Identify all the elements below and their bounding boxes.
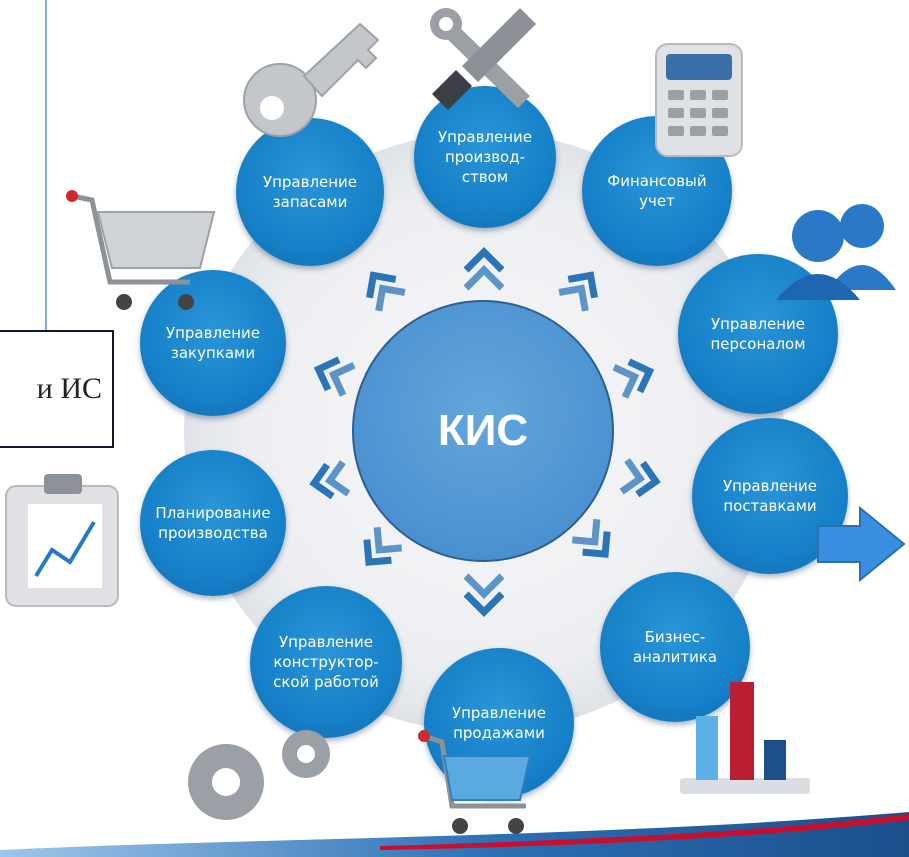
node-label: Финансовый учет bbox=[607, 172, 707, 210]
arrow-right-icon bbox=[817, 505, 906, 583]
key-icon bbox=[243, 22, 380, 137]
node-label: Управление закупками bbox=[165, 324, 261, 362]
node-planning: Планирование производства bbox=[140, 450, 286, 596]
shopping-cart-icon bbox=[66, 190, 216, 310]
node-label: Управление продажами bbox=[451, 704, 547, 742]
chevron-lower-left bbox=[363, 527, 402, 566]
chevron-up bbox=[463, 247, 505, 291]
node-design: Управление конструктор- ской работой bbox=[250, 586, 402, 738]
center-node: КИС bbox=[352, 300, 614, 562]
bottom-swoosh bbox=[0, 812, 909, 857]
node-purchasing: Управление закупками bbox=[140, 270, 286, 416]
chevron-upper-left bbox=[366, 271, 406, 312]
is-box: и ИС bbox=[0, 330, 114, 448]
chevron-left bbox=[313, 356, 356, 397]
bottom-red-stripe bbox=[380, 814, 909, 850]
node-label: Управление персоналом bbox=[710, 315, 806, 353]
center-label: КИС bbox=[437, 406, 529, 455]
chevron-right-lower bbox=[619, 458, 661, 498]
is-box-label: и ИС bbox=[36, 372, 102, 405]
node-label: Управление запасами bbox=[262, 173, 358, 211]
chevron-down bbox=[463, 573, 505, 617]
chevron-right bbox=[612, 358, 655, 399]
bar-chart-icon bbox=[680, 682, 810, 794]
chevron-lower-right bbox=[572, 519, 611, 558]
node-label: Управление производ- ством bbox=[437, 128, 533, 186]
node-production: Управление производ- ством bbox=[414, 86, 556, 228]
node-label: Бизнес- аналитика bbox=[632, 628, 718, 666]
node-inventory: Управление запасами bbox=[236, 118, 384, 266]
node-label: Управление конструктор- ской работой bbox=[273, 633, 379, 691]
node-personnel: Управление персоналом bbox=[678, 254, 838, 414]
chevron-left-lower bbox=[309, 460, 351, 500]
node-label: Управление поставками bbox=[722, 477, 818, 515]
clipboard-chart-icon bbox=[5, 474, 119, 607]
chevron-upper-right bbox=[558, 271, 598, 312]
gears-icon bbox=[188, 730, 330, 820]
shopping-cart-icon bbox=[418, 730, 532, 834]
people-icon bbox=[776, 204, 896, 300]
node-bi: Бизнес- аналитика bbox=[600, 572, 750, 722]
calculator-icon bbox=[655, 43, 743, 157]
node-label: Планирование производства bbox=[155, 504, 271, 542]
wrench-screwdriver-icon bbox=[430, 8, 536, 110]
